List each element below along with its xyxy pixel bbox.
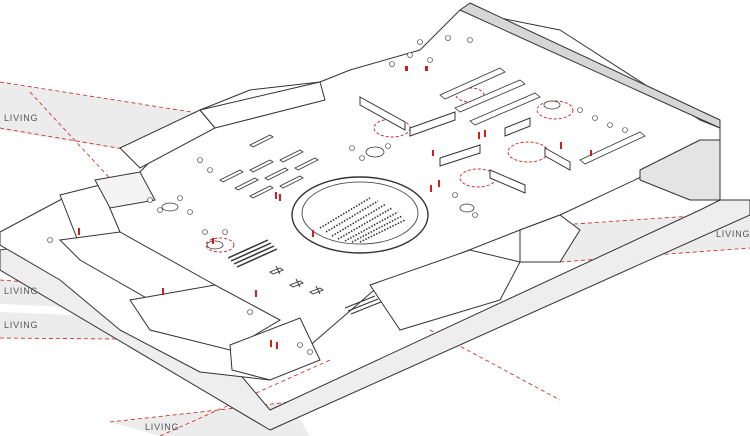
zone-label-living: LIVING xyxy=(716,229,750,239)
cross-seats xyxy=(269,265,324,295)
south-block xyxy=(229,317,321,381)
auditorium xyxy=(291,176,429,254)
auditorium-seating xyxy=(319,197,406,243)
interior-walls xyxy=(58,81,581,381)
zone-label-living: LIVING xyxy=(4,320,38,330)
people xyxy=(78,66,592,349)
chairs xyxy=(47,35,628,355)
auditorium-inner-ring xyxy=(301,181,419,245)
right-wing-face xyxy=(639,139,721,201)
east-block xyxy=(369,249,521,331)
stair-core xyxy=(94,171,156,209)
bench-rows xyxy=(219,134,319,199)
tables xyxy=(161,100,561,250)
zone-label-living: LIVING xyxy=(4,113,38,123)
zone-labels: LIVING LIVING LIVING LIVING LIVING xyxy=(4,113,750,432)
east-wing xyxy=(519,214,581,263)
stairs xyxy=(227,239,382,315)
right-edge-face xyxy=(459,2,721,129)
zone-label-living: LIVING xyxy=(145,422,179,432)
zone-label-living: LIVING xyxy=(4,286,38,296)
north-wall xyxy=(199,81,326,129)
long-counters xyxy=(439,67,646,165)
partitions xyxy=(359,96,571,194)
